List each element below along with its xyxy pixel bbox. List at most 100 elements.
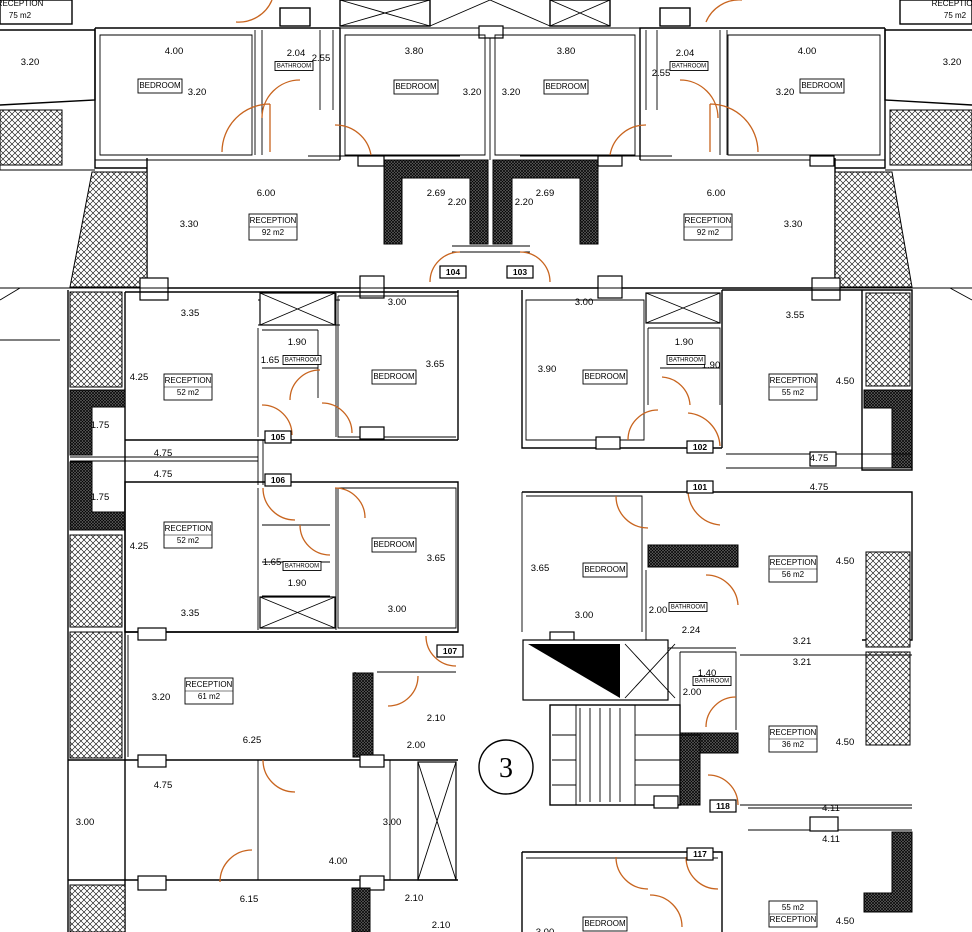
room-label-bed-top-1: BEDROOM <box>137 78 183 94</box>
unit-number-box <box>264 430 292 444</box>
unit-number-box <box>686 440 714 454</box>
dimension-label: 2.10 <box>427 713 446 724</box>
dimension-label: 3.35 <box>181 608 200 619</box>
dimension-label: 2.55 <box>312 53 331 64</box>
room-label-box <box>393 79 439 95</box>
room-label-text: RECEPTION <box>932 0 972 8</box>
unit-number-box <box>686 847 714 861</box>
dimension-label: 3.20 <box>776 87 795 98</box>
room-label-text: 75 m2 <box>9 11 32 20</box>
room-label-box <box>371 537 417 553</box>
room-label-bed-top-3: BEDROOM <box>543 79 589 95</box>
dimension-label: 4.75 <box>154 448 173 459</box>
dimension-label: 6.25 <box>243 735 262 746</box>
dimension-label: 3.21 <box>793 657 812 668</box>
dimension-label: 2.04 <box>676 48 695 59</box>
unit-number-box <box>506 265 534 279</box>
room-label-bath-top-2: BATHROOM <box>669 61 709 71</box>
room-label-text: RECEPTION <box>685 216 732 225</box>
dimension-label: 3.00 <box>575 297 594 308</box>
dimension-label: 1.90 <box>702 360 721 371</box>
room-label-text: BEDROOM <box>395 82 437 91</box>
room-label-text: RECEPTION <box>770 558 817 567</box>
unit-number-104: 104 <box>439 265 467 279</box>
room-label-box <box>799 78 845 94</box>
left-units <box>67 290 459 932</box>
room-label-bath-106: BATHROOM <box>282 561 322 571</box>
room-label-box <box>692 676 732 686</box>
dimension-label: 2.69 <box>427 188 446 199</box>
dimension-label: 3.00 <box>388 604 407 615</box>
unit-number-103: 103 <box>506 265 534 279</box>
dimension-label: 3.20 <box>21 57 40 68</box>
room-label-text: RECEPTION <box>250 216 297 225</box>
room-label-text: BEDROOM <box>584 372 626 381</box>
dimension-label: 3.20 <box>943 57 962 68</box>
dimension-label: 2.24 <box>682 625 701 636</box>
room-label-text: 55 m2 <box>782 388 805 397</box>
room-label-rec-104: RECEPTION 92 m2 <box>248 213 298 241</box>
dimension-label: 1.75 <box>91 492 110 503</box>
room-label-text: BEDROOM <box>584 919 626 928</box>
room-label-text: BEDROOM <box>139 81 181 90</box>
stair: 3 <box>478 704 681 809</box>
dimension-label: 2.00 <box>649 605 668 616</box>
dimension-label: 4.50 <box>836 916 855 927</box>
dimension-label: 3.65 <box>427 553 446 564</box>
room-label-bath-101: BATHROOM <box>668 602 708 612</box>
unit-number-text: 107 <box>443 646 457 656</box>
dimension-label: 3.90 <box>538 364 557 375</box>
dimension-label: 2.20 <box>515 197 534 208</box>
dimension-label: 1.65 <box>263 557 282 568</box>
dimension-label: 2.69 <box>536 188 555 199</box>
room-label-bed-105: BEDROOM <box>371 369 417 385</box>
unit-number-text: 105 <box>271 432 285 442</box>
unit-number-text: 103 <box>513 267 527 277</box>
unit-number-117: 117 <box>686 847 714 861</box>
dimension-label: 3.00 <box>536 927 555 932</box>
dimension-label: 3.20 <box>188 87 207 98</box>
dimension-label: 6.00 <box>257 188 276 199</box>
unit-number-text: 101 <box>693 482 707 492</box>
room-label-box <box>669 61 709 71</box>
room-label-text: 92 m2 <box>262 228 285 237</box>
room-label-bed-117: BEDROOM <box>582 916 628 932</box>
room-label-text: RECEPTION <box>165 524 212 533</box>
room-label-text: BATHROOM <box>285 564 319 570</box>
door-swings <box>219 0 759 928</box>
room-label-bath-top-1: BATHROOM <box>274 61 314 71</box>
unit-number-106: 106 <box>264 473 292 487</box>
dimension-label: 4.75 <box>154 780 173 791</box>
dimension-label: 1.40 <box>698 668 717 679</box>
dimension-label: 3.65 <box>531 563 550 574</box>
unit-number-box <box>709 799 737 813</box>
dimension-label: 3.80 <box>557 46 576 57</box>
room-label-box <box>543 79 589 95</box>
dimension-label: 3.21 <box>793 636 812 647</box>
dimension-label: 4.75 <box>810 482 829 493</box>
room-label-box <box>668 602 708 612</box>
dimension-label: 3.20 <box>463 87 482 98</box>
room-label-bath-118: BATHROOM <box>692 676 732 686</box>
room-label-text: 55 m2 <box>782 903 805 912</box>
dimension-label: 6.00 <box>707 188 726 199</box>
dimension-label: 4.11 <box>822 803 840 814</box>
unit-number-text: 106 <box>271 475 285 485</box>
room-label-box <box>582 916 628 932</box>
room-label-bath-105: BATHROOM <box>282 355 322 365</box>
dimension-label: 3.35 <box>181 308 200 319</box>
room-label-text: BATHROOM <box>285 358 319 364</box>
room-label-box <box>282 561 322 571</box>
